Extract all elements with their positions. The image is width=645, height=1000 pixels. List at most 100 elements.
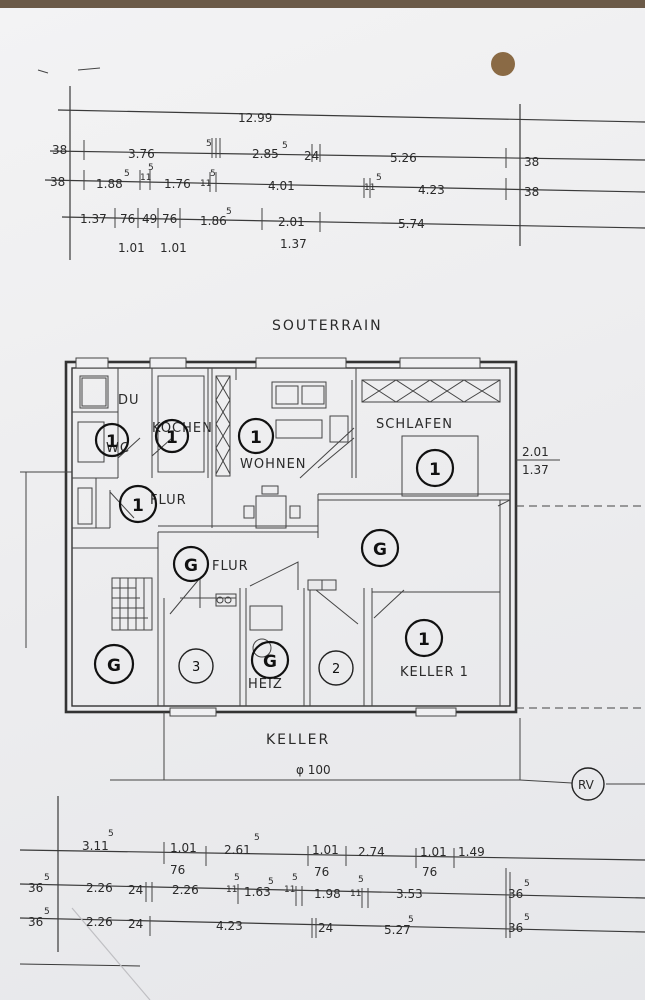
dim-label: 5 bbox=[44, 873, 50, 883]
room-label-keller-1: KELLER 1 bbox=[400, 665, 469, 680]
interior-walls bbox=[72, 368, 510, 706]
dim-label: 2.26 bbox=[86, 915, 113, 929]
dim-label: 5 bbox=[268, 877, 274, 887]
dim-label: 76 bbox=[422, 865, 437, 879]
dim-label: 5 bbox=[226, 207, 232, 217]
dim-label: 2.61 bbox=[224, 843, 251, 857]
dim-label: 3.76 bbox=[128, 147, 155, 161]
dim-label: 5 bbox=[124, 169, 130, 179]
room-label-schlafen: SCHLAFEN bbox=[376, 417, 453, 432]
window-width-label: 2.01 bbox=[522, 445, 549, 459]
mark-heiz-g: G bbox=[263, 652, 277, 672]
room-label-flur-upper: FLUR bbox=[150, 493, 187, 508]
dim-label: 5 bbox=[210, 169, 216, 179]
mark-kochen: 1 bbox=[166, 428, 178, 448]
dim-label: 5 bbox=[148, 163, 154, 173]
dim-label: 38 bbox=[52, 143, 67, 157]
dim-label: 1.76 bbox=[164, 177, 191, 191]
dim-label: 4.01 bbox=[268, 179, 295, 193]
circled-marks: 1 1 1 1 1 G G G G 3 2 1 bbox=[93, 417, 455, 686]
mark-wohnen: 1 bbox=[250, 428, 262, 448]
fixtures bbox=[77, 375, 501, 658]
mark-keller-2: 2 bbox=[332, 662, 340, 677]
dim-label: 76 bbox=[314, 865, 329, 879]
dim-label: 1.49 bbox=[458, 845, 485, 859]
room-label-kochen: KOCHEN bbox=[152, 421, 213, 436]
dim-label: 36 bbox=[508, 921, 523, 935]
dim-label: 1.01 bbox=[118, 241, 145, 255]
dim-label: 3.11 bbox=[82, 839, 109, 853]
mark-flur-g: G bbox=[184, 556, 198, 576]
dim-label: 36 bbox=[28, 881, 43, 895]
overall-width-label: 12.99 bbox=[238, 111, 272, 125]
mark-keller-3: 3 bbox=[192, 660, 200, 675]
dim-label: 5 bbox=[358, 875, 364, 885]
dim-label: 38 bbox=[524, 155, 539, 169]
mark-flur: 1 bbox=[132, 496, 144, 516]
floor-title-souterrain: SOUTERRAIN bbox=[272, 318, 383, 334]
dim-label: 38 bbox=[50, 175, 65, 189]
dim-label: 5.27 bbox=[384, 923, 411, 937]
dim-label: 5 bbox=[254, 833, 260, 843]
dim-label: 36 bbox=[508, 887, 523, 901]
dim-label: 76 bbox=[170, 863, 185, 877]
room-label-du: DU bbox=[118, 393, 140, 408]
dim-label: 1.01 bbox=[420, 845, 447, 859]
dim-label: 5 bbox=[44, 907, 50, 917]
dim-label: 49 bbox=[142, 212, 157, 226]
dim-label: 36 bbox=[28, 915, 43, 929]
pencil-marks bbox=[37, 67, 101, 74]
dim-label: 1.01 bbox=[160, 241, 187, 255]
chimney bbox=[307, 579, 337, 591]
dim-label: 5.74 bbox=[398, 217, 425, 231]
dim-label: 1.98 bbox=[314, 887, 341, 901]
dim-label: 5 bbox=[282, 141, 288, 151]
dim-label: 5 bbox=[524, 879, 530, 889]
site-lines bbox=[20, 471, 645, 785]
floor-title-keller: KELLER bbox=[266, 732, 330, 748]
rv-marker bbox=[571, 767, 605, 801]
dim-label: 5 bbox=[376, 173, 382, 183]
room-label-flur-lower: FLUR bbox=[212, 559, 249, 574]
dim-label: 1.63 bbox=[244, 885, 271, 899]
dim-label: 11 bbox=[350, 889, 361, 899]
dim-label: 76 bbox=[162, 212, 177, 226]
dim-label: 4.23 bbox=[418, 183, 445, 197]
dim-label: 11 bbox=[140, 173, 151, 183]
dim-label: 11 bbox=[226, 885, 237, 895]
mark-keller-1: 1 bbox=[418, 630, 430, 650]
dim-label: 5 bbox=[524, 913, 530, 923]
dim-label: 3.53 bbox=[396, 887, 423, 901]
dim-label: 2.74 bbox=[358, 845, 385, 859]
top-dimension-chains: 12.99 38 3.76 5 2.85 5 24 5.26 38 38 1.8… bbox=[44, 86, 645, 260]
dim-label: 24 bbox=[318, 921, 333, 935]
dim-label: 11 bbox=[284, 885, 295, 895]
dim-label: 1.86 bbox=[200, 214, 227, 228]
mark-room-g: G bbox=[373, 540, 387, 560]
dim-label: 1.37 bbox=[280, 237, 307, 251]
dim-label: 2.01 bbox=[278, 215, 305, 229]
pipe-diameter-label: φ 100 bbox=[296, 763, 331, 777]
dim-label: 76 bbox=[120, 212, 135, 226]
punch-hole bbox=[491, 52, 515, 76]
floor-plan-drawing: 12.99 38 3.76 5 2.85 5 24 5.26 38 38 1.8… bbox=[19, 52, 645, 1000]
top-windows bbox=[75, 357, 481, 717]
mark-wc: 1 bbox=[106, 432, 118, 452]
dim-label: 1.01 bbox=[170, 841, 197, 855]
dim-label: 1.37 bbox=[80, 212, 107, 226]
dim-label: 5.26 bbox=[390, 151, 417, 165]
dim-label: 4.23 bbox=[216, 919, 243, 933]
dim-label: 5 bbox=[408, 915, 414, 925]
bottom-dimension-chains: 3.11 5 1.01 2.61 5 1.01 2.74 1.01 1.49 7… bbox=[19, 796, 645, 1000]
window-height-label: 1.37 bbox=[522, 463, 549, 477]
drawing-sheet: 12.99 38 3.76 5 2.85 5 24 5.26 38 38 1.8… bbox=[0, 8, 645, 1000]
dim-label: 24 bbox=[304, 149, 319, 163]
dim-label: 5 bbox=[234, 873, 240, 883]
dim-label: 2.26 bbox=[86, 881, 113, 895]
dim-label: 1.01 bbox=[312, 843, 339, 857]
room-label-wohnen: WOHNEN bbox=[240, 457, 307, 472]
room-label-heiz: HEIZ bbox=[248, 677, 283, 692]
dim-label: 2.85 bbox=[252, 147, 279, 161]
dim-label: 1.88 bbox=[96, 177, 123, 191]
dim-label: 24 bbox=[128, 883, 143, 897]
